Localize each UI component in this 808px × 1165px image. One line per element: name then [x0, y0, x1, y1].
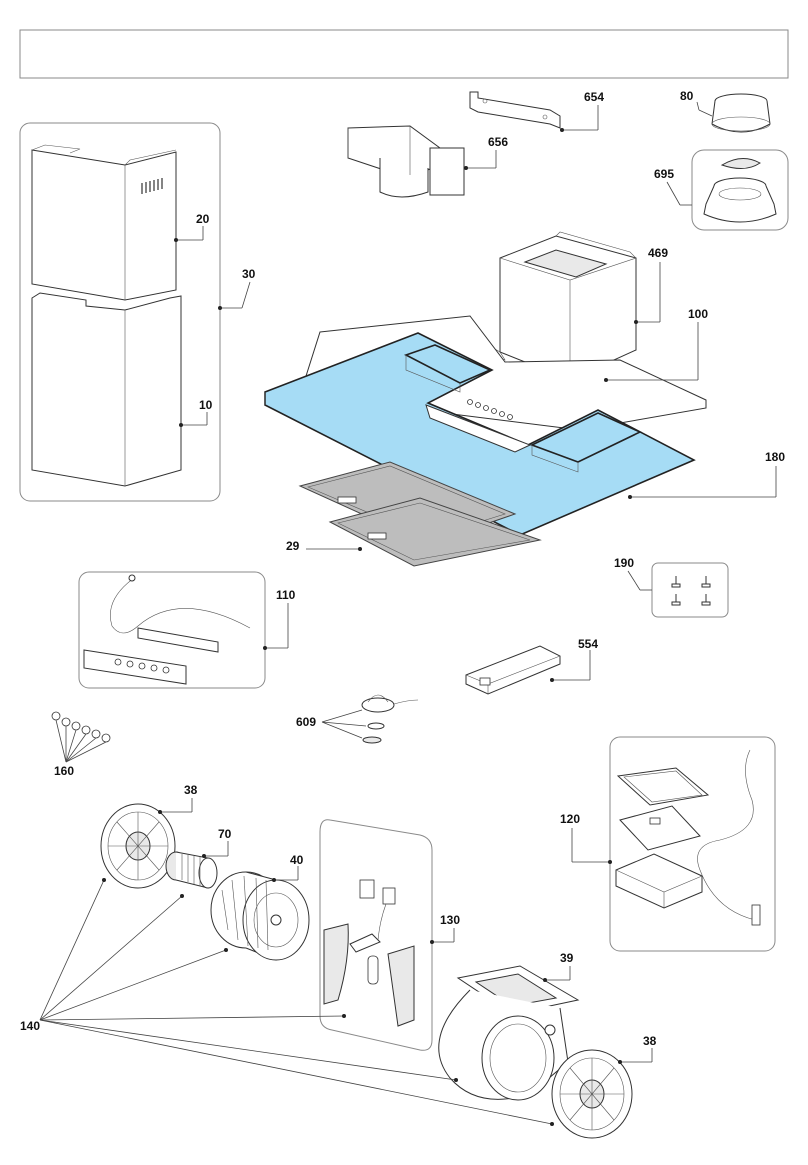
label-120: 120 [560, 812, 580, 826]
label-10: 10 [199, 398, 213, 412]
label-70: 70 [218, 827, 232, 841]
light-and-control-group [78, 571, 266, 689]
motor [165, 851, 218, 889]
label-130: 130 [440, 913, 460, 927]
electronics-group [609, 736, 776, 952]
lamp-holder [361, 694, 419, 744]
label-38-top: 38 [184, 783, 198, 797]
motor-plate-top [100, 803, 176, 889]
blower-housing [438, 965, 580, 1101]
chimney-cover-group [19, 122, 221, 502]
led-driver [465, 645, 561, 695]
capacitor-group [319, 819, 433, 1051]
motor-housing-box [487, 231, 637, 381]
screw-callout-lines [39, 879, 553, 1125]
motor-plate-bottom [551, 1049, 633, 1139]
label-30: 30 [242, 267, 256, 281]
label-40: 40 [290, 853, 304, 867]
label-554: 554 [578, 637, 598, 651]
mounting-bracket [469, 91, 561, 129]
label-110: 110 [276, 588, 296, 602]
vent-slots [141, 178, 163, 194]
label-38-bottom: 38 [643, 1034, 657, 1048]
label-20: 20 [196, 212, 210, 226]
lower-chimney-cover [31, 292, 182, 487]
control-knobs [51, 711, 111, 743]
label-609: 609 [296, 715, 316, 729]
label-160: 160 [54, 764, 74, 778]
round-collar [711, 93, 771, 133]
header-box [19, 29, 789, 79]
label-654: 654 [584, 90, 604, 104]
label-29: 29 [286, 539, 300, 553]
label-469: 469 [648, 246, 668, 260]
label-80: 80 [680, 89, 694, 103]
screws-kit [651, 562, 729, 618]
fan-wheel [210, 871, 310, 961]
label-695: 695 [654, 167, 674, 181]
glass-panel [264, 332, 696, 536]
flange-kit [691, 149, 789, 231]
duct-adapter [347, 125, 465, 198]
label-656: 656 [488, 135, 508, 149]
label-180: 180 [765, 450, 785, 464]
label-140: 140 [20, 1019, 40, 1033]
label-190: 190 [614, 556, 634, 570]
upper-chimney-cover [31, 149, 177, 301]
grease-filters [298, 461, 542, 567]
label-39: 39 [560, 951, 574, 965]
label-100: 100 [688, 307, 708, 321]
